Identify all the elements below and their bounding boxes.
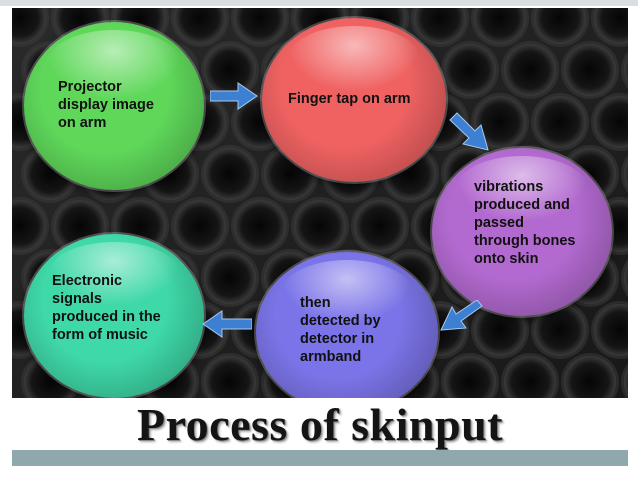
step-2-label: Finger tap on arm (288, 91, 411, 107)
step-5-circle: Electronic signals produced in the form … (24, 234, 204, 398)
top-rule (0, 0, 638, 6)
step-4-circle: then detected by detector in armband (256, 252, 438, 398)
caption-band: Process of skinput (12, 398, 628, 450)
arrow-left-icon (202, 310, 252, 338)
step-3-label: vibrations produced and passed through b… (474, 179, 576, 267)
step-2-circle: Finger tap on arm (262, 18, 446, 182)
arrow-down-right-icon (449, 112, 489, 151)
arrow-right-icon (210, 82, 258, 110)
bottom-bar (12, 450, 628, 466)
step-4-label: then detected by detector in armband (300, 295, 381, 365)
step-5-label: Electronic signals produced in the form … (52, 273, 161, 343)
step-1-label: Projector display image on arm (58, 79, 154, 131)
step-2-gloss (288, 26, 420, 92)
arrow-down-left-icon (440, 300, 483, 331)
step-1-circle: Projector display image on arm (24, 22, 204, 190)
step-3-circle: vibrations produced and passed through b… (432, 148, 612, 316)
diagram-panel: Projector display image on arm Finger ta… (12, 8, 628, 398)
slide-title: Process of skinput (137, 399, 503, 450)
